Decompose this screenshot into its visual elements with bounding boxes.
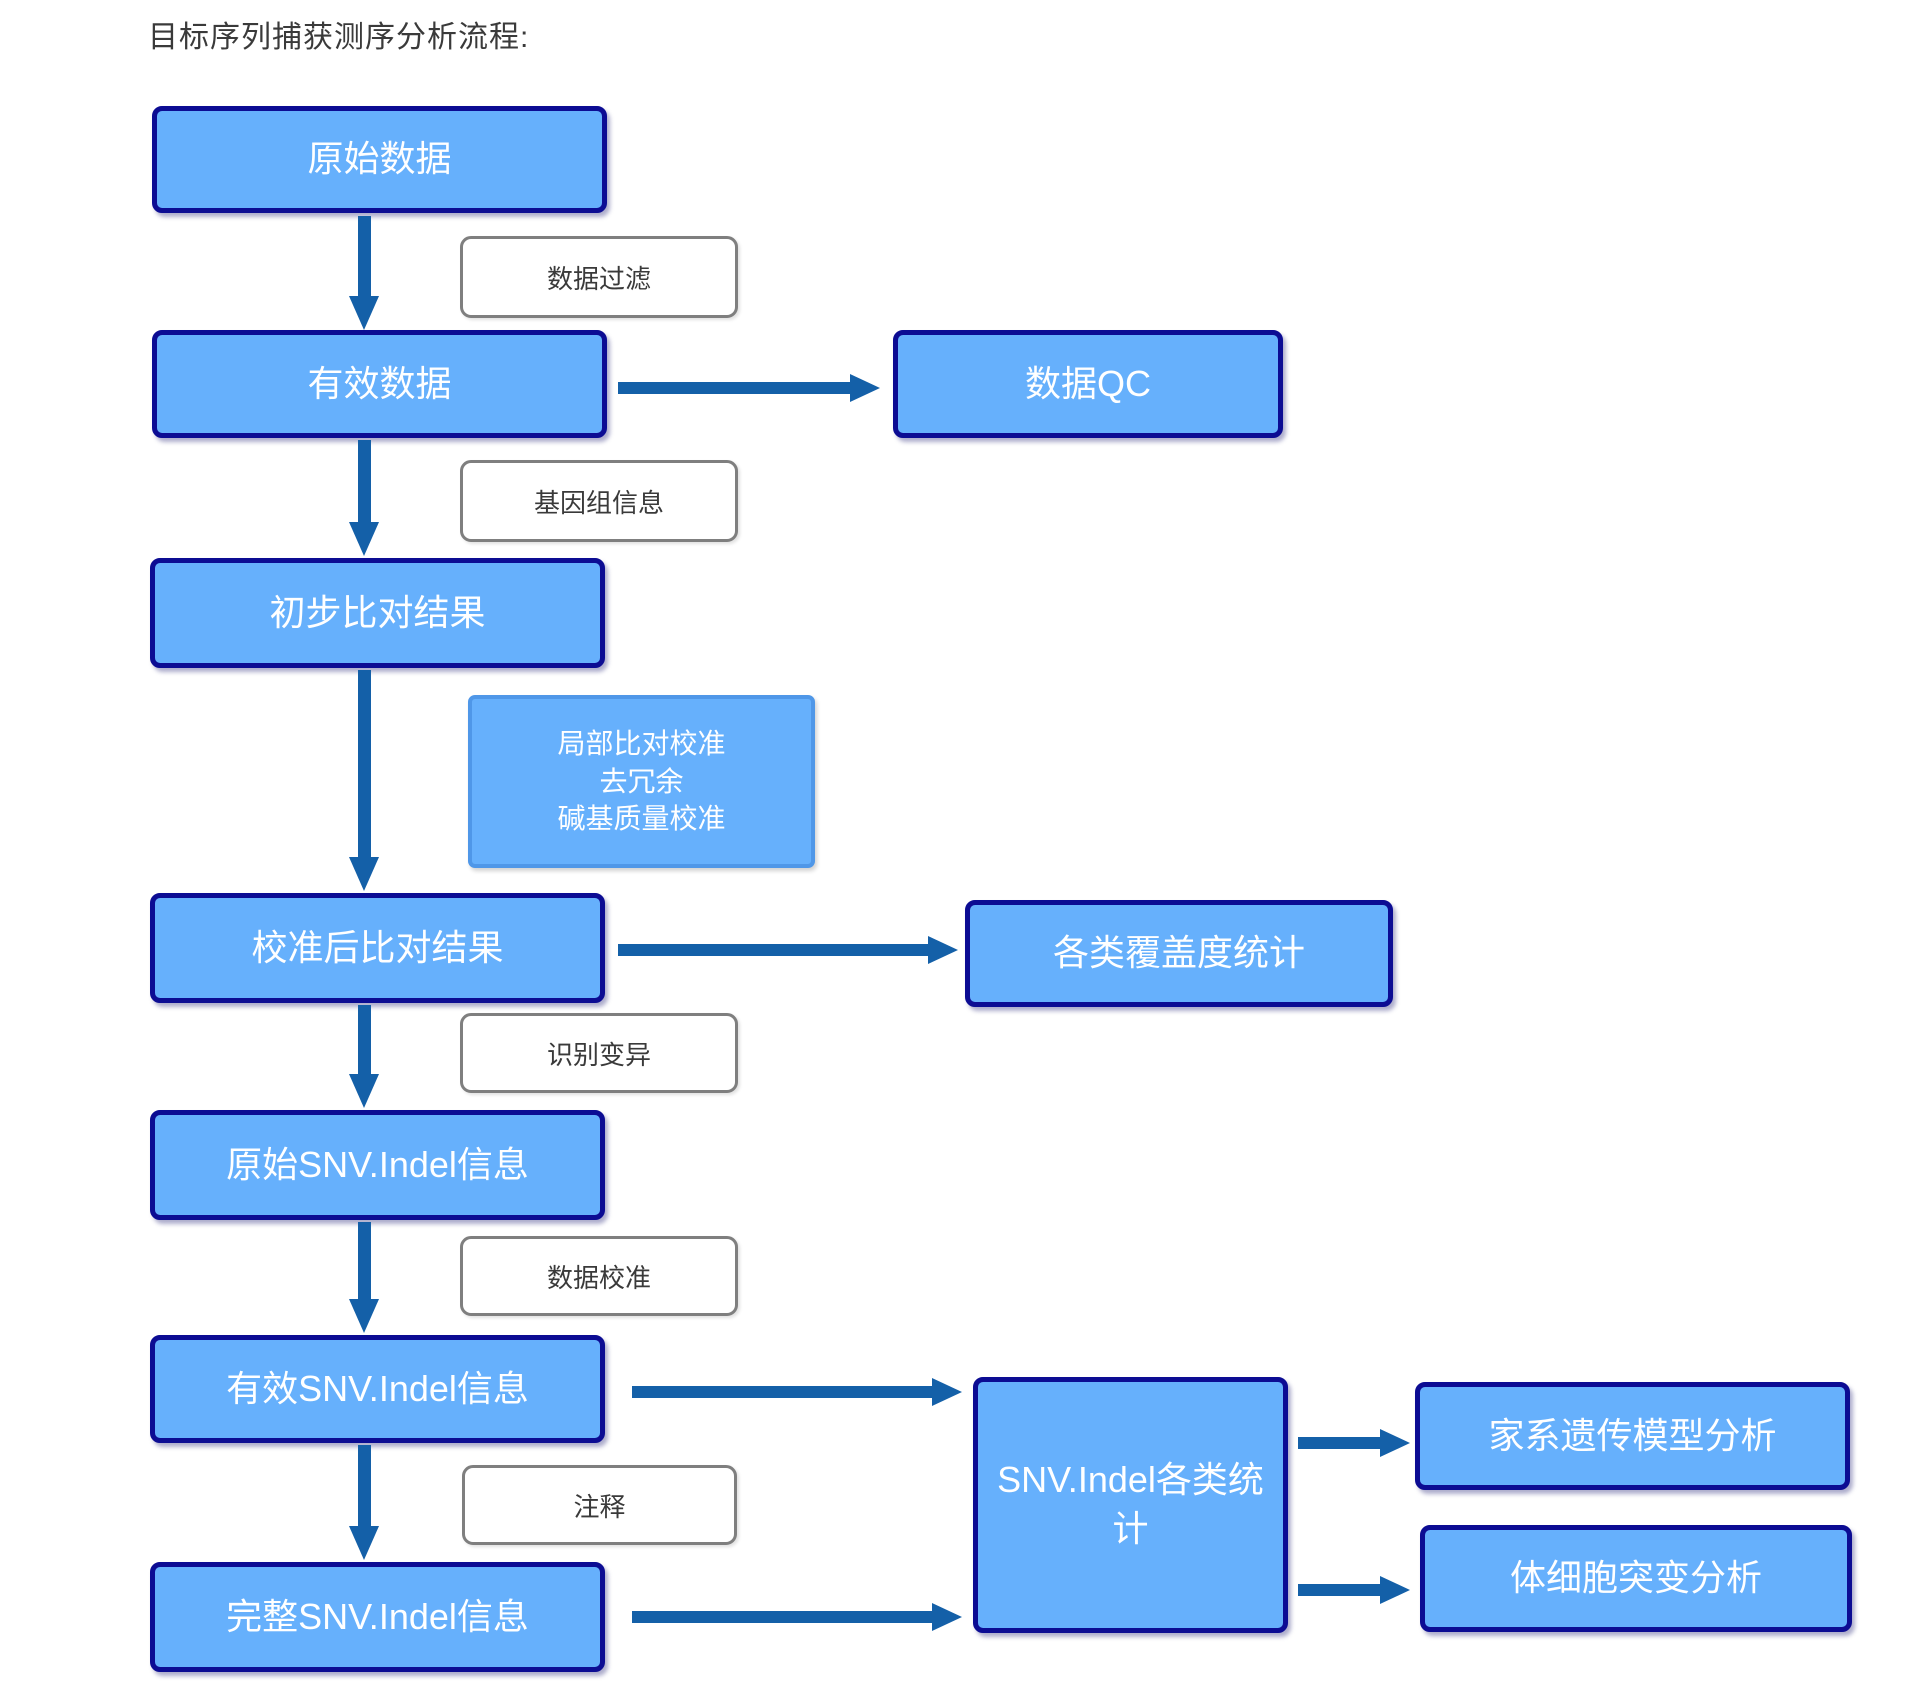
arrow-calibrated-to-rawsnv-icon bbox=[349, 1005, 379, 1108]
arrow-valid-to-initial-icon bbox=[349, 440, 379, 556]
arrow-completesnv-to-stats-icon bbox=[632, 1603, 962, 1631]
node-complete-snv-indel: 完整SNV.Indel信息 bbox=[150, 1562, 605, 1672]
label-local-realignment-line2: 去冗余 bbox=[599, 765, 684, 797]
page-title: 目标序列捕获测序分析流程: bbox=[148, 21, 530, 54]
label-variant-calling: 识别变异 bbox=[460, 1013, 738, 1093]
arrow-calibrated-to-coverage-icon bbox=[618, 936, 958, 964]
node-coverage-stats: 各类覆盖度统计 bbox=[965, 900, 1393, 1007]
label-data-calibration: 数据校准 bbox=[460, 1236, 738, 1316]
label-annotation: 注释 bbox=[462, 1465, 737, 1545]
arrow-rawsnv-to-validsnv-icon bbox=[349, 1222, 379, 1333]
node-calibrated-alignment: 校准后比对结果 bbox=[150, 893, 605, 1003]
arrow-validsnv-to-stats-icon bbox=[632, 1378, 962, 1406]
node-snv-indel-stats: SNV.Indel各类统计 bbox=[973, 1377, 1288, 1633]
arrow-stats-to-somatic-icon bbox=[1298, 1576, 1410, 1604]
node-data-qc: 数据QC bbox=[893, 330, 1283, 438]
node-raw-data: 原始数据 bbox=[152, 106, 607, 213]
label-local-realignment: 局部比对校准 去冗余 碱基质量校准 bbox=[468, 695, 815, 868]
label-local-realignment-line1: 局部比对校准 bbox=[557, 727, 726, 759]
arrow-valid-to-qc-icon bbox=[618, 374, 880, 402]
node-initial-alignment: 初步比对结果 bbox=[150, 558, 605, 668]
node-family-model-analysis: 家系遗传模型分析 bbox=[1415, 1382, 1850, 1490]
label-data-filter: 数据过滤 bbox=[460, 236, 738, 318]
label-local-realignment-line3: 碱基质量校准 bbox=[557, 803, 726, 835]
label-genome-info: 基因组信息 bbox=[460, 460, 738, 542]
node-somatic-mutation-analysis: 体细胞突变分析 bbox=[1420, 1525, 1852, 1632]
node-valid-data: 有效数据 bbox=[152, 330, 607, 438]
arrow-validsnv-to-completesnv-icon bbox=[349, 1445, 379, 1560]
arrow-raw-to-valid-icon bbox=[349, 216, 379, 330]
node-raw-snv-indel: 原始SNV.Indel信息 bbox=[150, 1110, 605, 1220]
arrow-initial-to-calibrated-icon bbox=[349, 670, 379, 891]
arrow-stats-to-family-icon bbox=[1298, 1429, 1410, 1457]
node-valid-snv-indel: 有效SNV.Indel信息 bbox=[150, 1335, 605, 1443]
